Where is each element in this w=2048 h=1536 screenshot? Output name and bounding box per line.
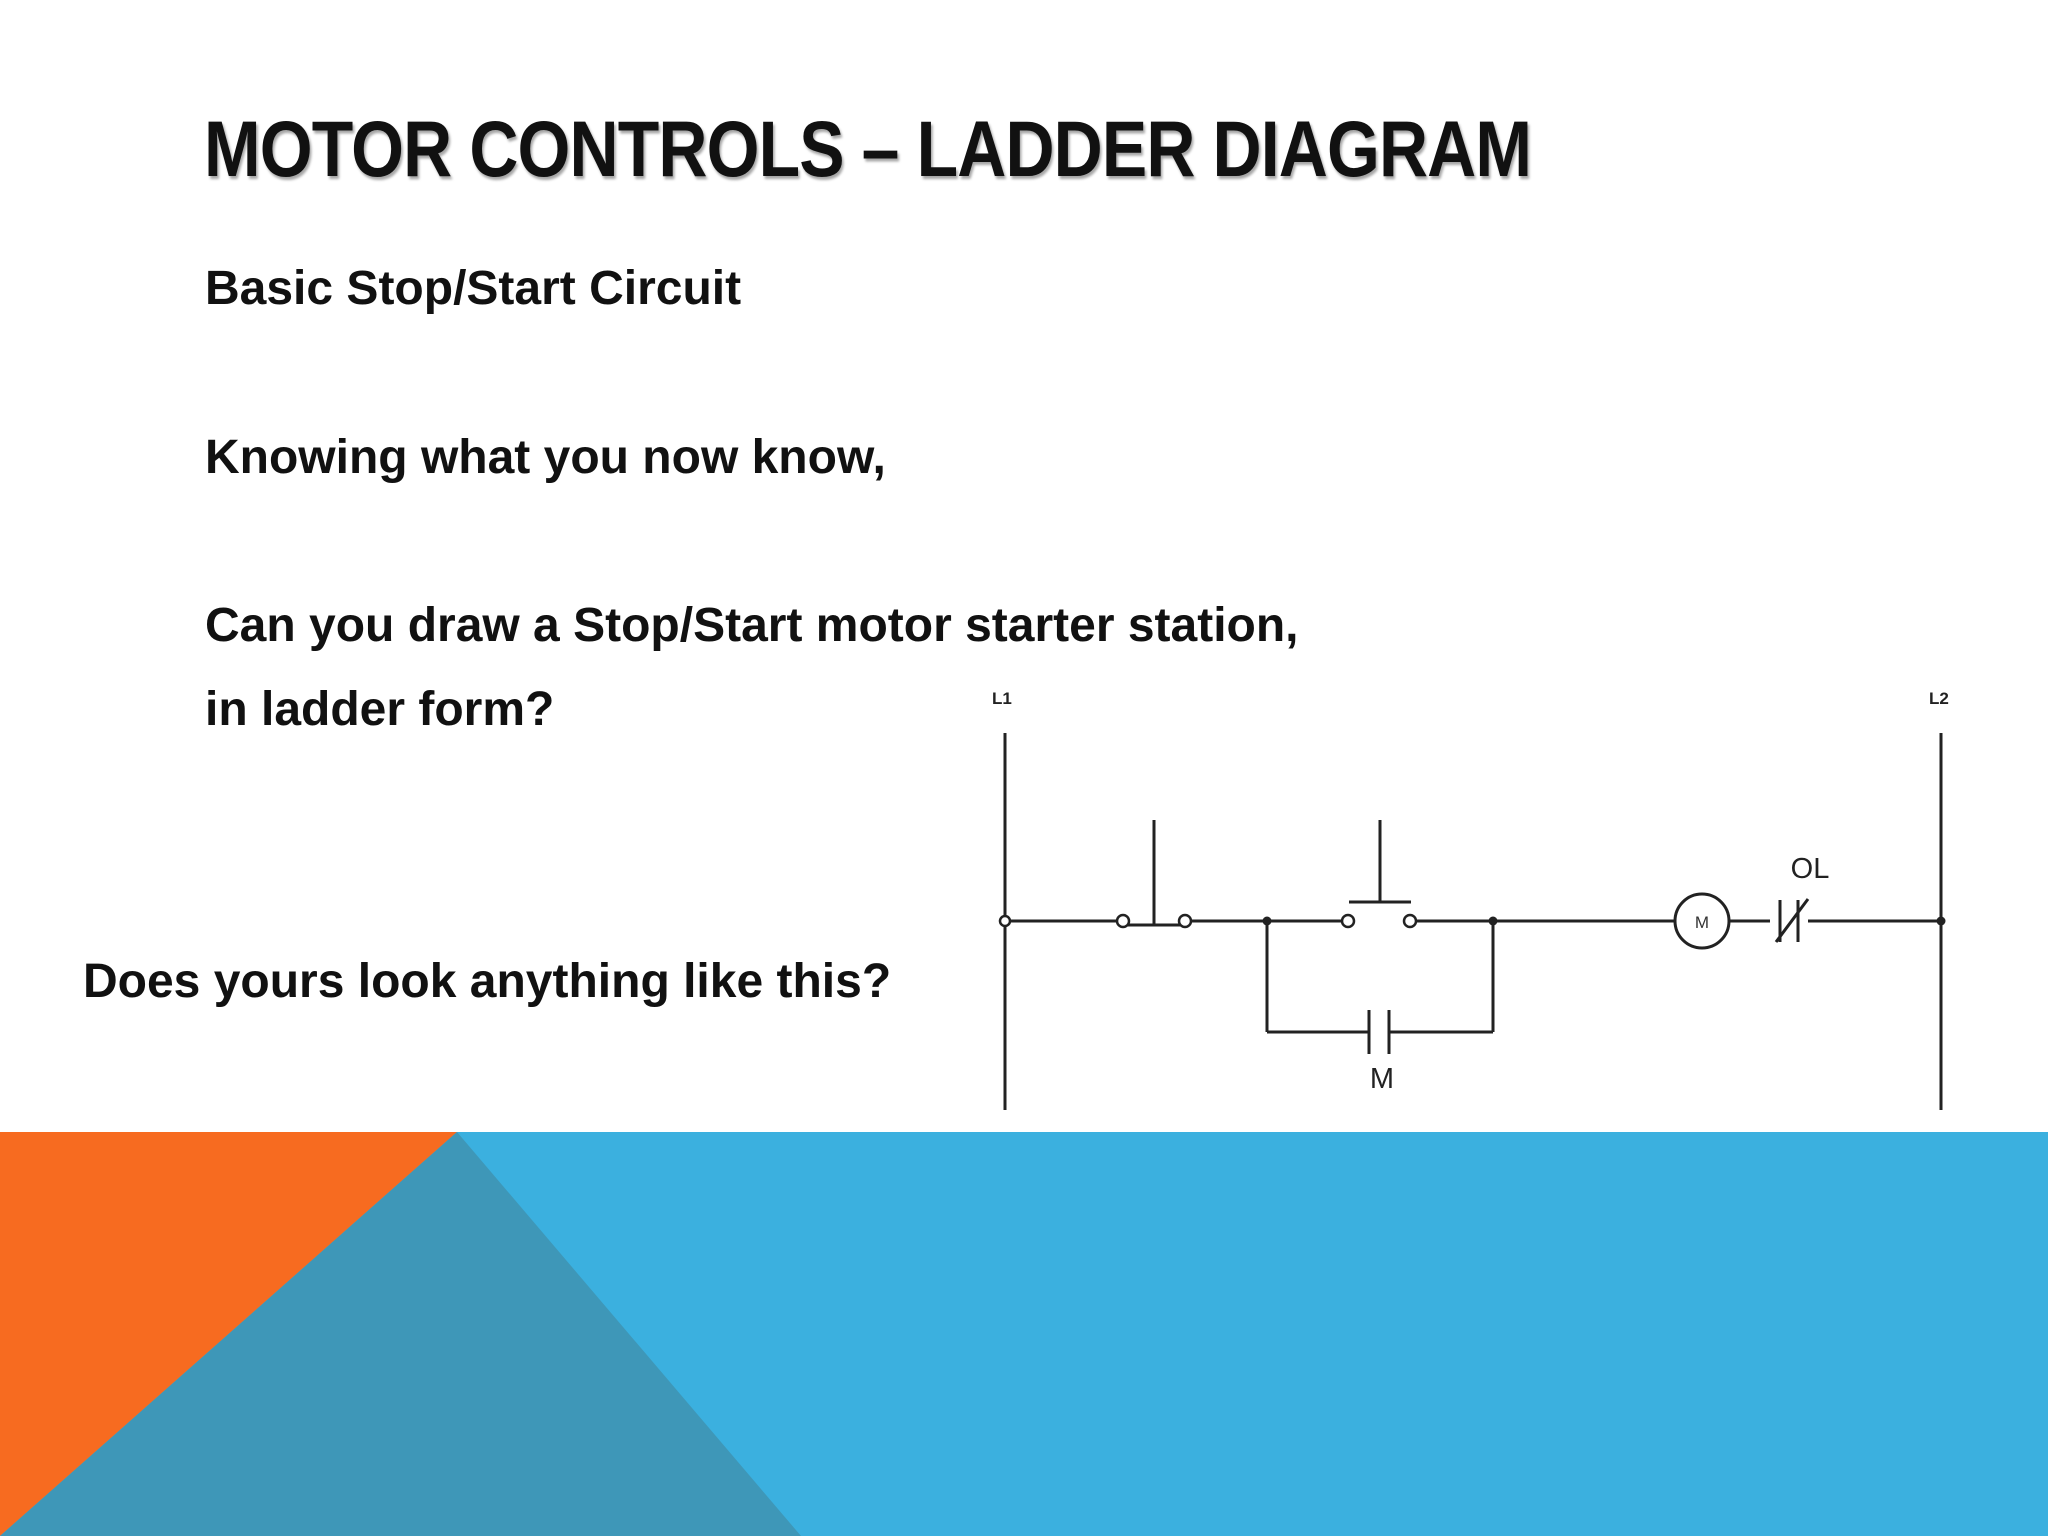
prompt-line-3: in ladder form?: [205, 683, 555, 736]
slide-title: MOTOR CONTROLS – LADDER DIAGRAM: [204, 104, 1532, 193]
motor-symbol: [1673, 892, 1731, 950]
overload-label: OL: [1791, 853, 1830, 885]
rail-l1-label: L1: [992, 689, 1012, 708]
prompt-line-1: Knowing what you now know,: [205, 431, 886, 484]
seal-in-contact: [1265, 921, 1495, 1054]
subtitle: Basic Stop/Start Circuit: [205, 262, 742, 315]
band-dark-blue: [0, 1132, 801, 1536]
stop-pushbutton: [1126, 820, 1182, 927]
prompt-line-2: Can you draw a Stop/Start motor starter …: [205, 599, 1299, 652]
rail-l2-label: L2: [1929, 689, 1949, 708]
overload-contact: [1774, 898, 1810, 943]
seal-in-label: M: [1370, 1063, 1394, 1095]
motor-label: M: [1695, 913, 1709, 932]
start-pushbutton: [1349, 820, 1411, 904]
question-text: Does yours look anything like this?: [83, 955, 892, 1008]
